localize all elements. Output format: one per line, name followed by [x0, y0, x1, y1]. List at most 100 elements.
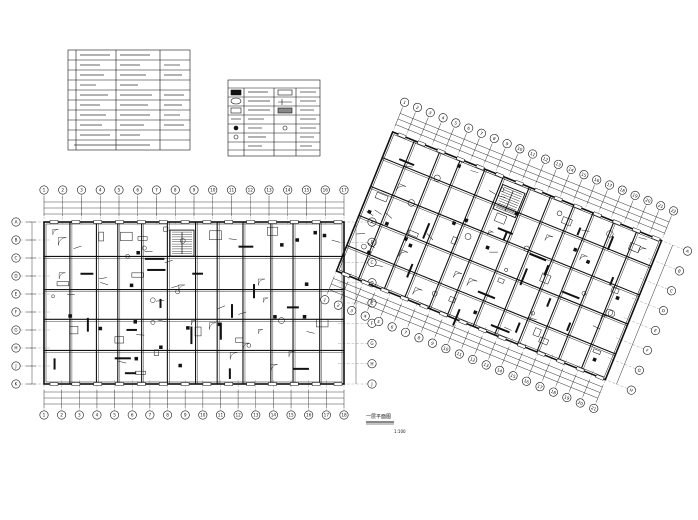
- axis-bubble-label: 12: [469, 356, 476, 363]
- door-swing: [487, 230, 494, 235]
- outer-wall: [335, 130, 663, 381]
- axis-bubble-circle: [145, 410, 155, 420]
- right-axis-bottom-12: 12: [468, 354, 478, 364]
- axis-bubble-label: 7: [149, 413, 152, 418]
- structural-column: [129, 283, 134, 288]
- left-axis-bottom-1: 1: [39, 410, 49, 420]
- axis-bubble-label: G: [637, 367, 642, 373]
- left-axis-top-11: 11: [227, 185, 237, 195]
- window: [115, 382, 124, 386]
- fixture-round: [500, 187, 505, 192]
- window: [416, 140, 427, 147]
- detail-line: [228, 238, 237, 240]
- axis-line: [595, 375, 608, 404]
- door-swing: [258, 278, 265, 286]
- axis-bubble-circle: [180, 410, 190, 420]
- shear-wall: [147, 268, 166, 271]
- shear-wall: [219, 322, 222, 340]
- fixture-round: [407, 199, 415, 207]
- axis-line: [608, 193, 621, 224]
- partition-wall: [403, 159, 462, 299]
- window: [246, 382, 255, 386]
- window: [397, 132, 407, 139]
- left-axis-top-16: 16: [320, 185, 330, 195]
- axis-bubble-circle: [163, 410, 173, 420]
- axis-bubble-circle: [11, 307, 21, 317]
- window: [71, 220, 81, 224]
- dimension-line: [616, 244, 673, 385]
- left-axis-top-3: 3: [77, 185, 87, 195]
- axis-bubble-circle: [304, 410, 314, 420]
- axis-bubble-label: 13: [253, 413, 259, 418]
- partition-wall: [580, 230, 638, 370]
- axis-bubble-circle: [11, 235, 21, 245]
- axis-line: [480, 142, 493, 172]
- axis-bubble-circle: [251, 410, 261, 420]
- axis-bubble-label: D: [14, 274, 17, 279]
- right-fixtures: [341, 132, 661, 381]
- axis-bubble-circle: [11, 325, 21, 335]
- right-axis-top-5: 5: [451, 118, 461, 128]
- axis-bubble-label: 15: [510, 373, 517, 380]
- structural-column: [463, 218, 469, 223]
- axis-bubble-label: K: [15, 382, 18, 387]
- axis-bubble-label: H: [370, 361, 373, 366]
- door-swing: [600, 314, 607, 319]
- axis-bubble-circle: [208, 185, 218, 195]
- axis-bubble-circle: [77, 185, 87, 195]
- axis-bubble-label: 12: [248, 188, 254, 193]
- axis-bubble-label: 19: [563, 394, 570, 401]
- axis-bubble-label: G: [14, 328, 17, 333]
- axis-bubble-circle: [658, 306, 668, 316]
- axis-line: [447, 316, 460, 345]
- axis-bubble-circle: [264, 185, 274, 195]
- axis-bubble-label: F: [371, 321, 374, 326]
- window: [455, 156, 466, 163]
- detail-line: [331, 239, 340, 243]
- shear-wall: [159, 298, 162, 308]
- axis-bubble-label: 10: [442, 345, 449, 352]
- axis-bubble-label: 16: [323, 188, 329, 193]
- detail-line: [164, 260, 173, 264]
- left-axis-bottom-15: 15: [286, 410, 296, 420]
- window: [497, 334, 507, 342]
- fixture: [153, 349, 159, 356]
- axis-bubble-label: 5: [454, 120, 459, 126]
- door-swing: [243, 342, 249, 349]
- door-swing: [412, 287, 423, 295]
- axis-line: [639, 277, 668, 290]
- axis-bubble-circle: [11, 343, 21, 353]
- axis-bubble-circle: [502, 139, 512, 149]
- axis-bubble-circle: [656, 201, 666, 211]
- right-axis-top-19: 19: [630, 190, 640, 200]
- axis-bubble-label: A: [371, 220, 374, 225]
- door-swing: [258, 329, 263, 334]
- shear-wall: [238, 245, 254, 248]
- right-axis-right-G: G: [634, 365, 644, 375]
- axis-bubble-label: 11: [456, 351, 463, 358]
- axis-bubble-circle: [339, 185, 349, 195]
- detail-line: [216, 305, 226, 310]
- fixture: [209, 230, 222, 241]
- detail-line: [581, 229, 590, 232]
- axis-bubble-label: 4: [441, 115, 446, 121]
- right-axis-top-10: 10: [515, 144, 525, 154]
- right-axis-top-21: 21: [656, 201, 666, 211]
- window: [495, 171, 505, 179]
- left-axis-top-12: 12: [245, 185, 255, 195]
- structural-column: [592, 357, 597, 362]
- window: [595, 374, 605, 381]
- fixture: [163, 226, 169, 232]
- window: [458, 318, 468, 326]
- left-axis-top-5: 5: [114, 185, 124, 195]
- partition-wall: [383, 150, 441, 291]
- axis-bubble-label: 16: [306, 413, 312, 418]
- structural-column: [485, 245, 490, 250]
- detail-line: [488, 190, 497, 195]
- shear-wall: [576, 227, 582, 236]
- window: [612, 219, 622, 226]
- axis-line: [557, 173, 570, 203]
- structural-column: [280, 243, 284, 247]
- axis-line: [531, 162, 545, 193]
- axis-bubble-label: 13: [483, 362, 490, 369]
